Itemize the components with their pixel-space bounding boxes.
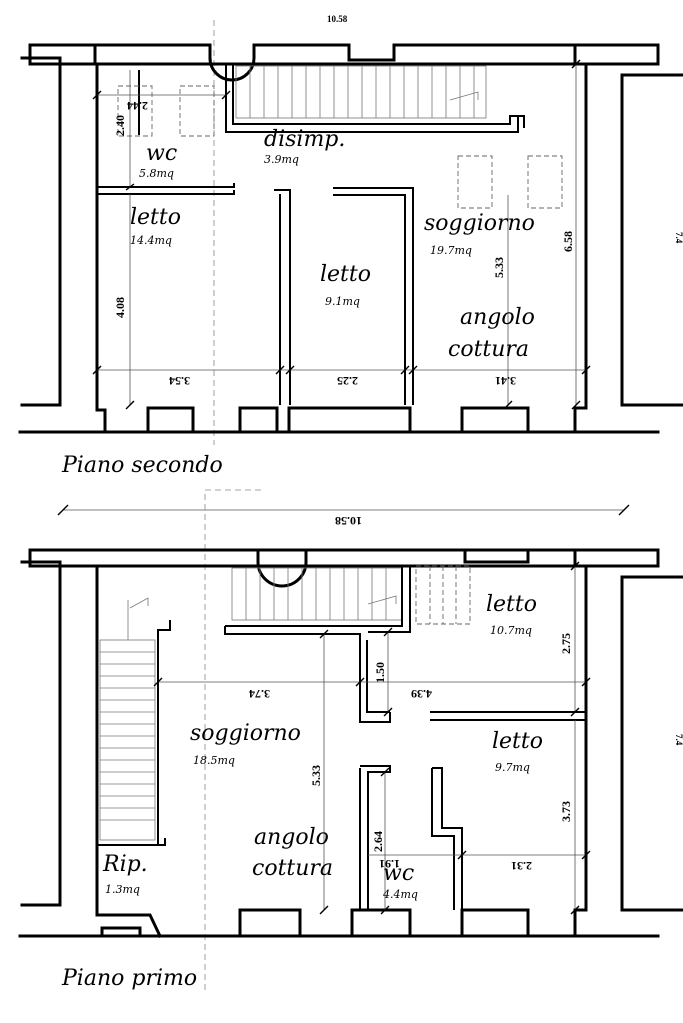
dimension-label: 1.50	[373, 662, 387, 683]
dimension-label: 2.25	[337, 374, 358, 388]
skylight	[117, 85, 153, 137]
room-label-angolo: angolo	[254, 825, 329, 850]
room-label-soggiorno: soggiorno	[190, 721, 301, 746]
wall	[97, 183, 235, 188]
wall	[97, 838, 166, 846]
room-area-wc: 5.8mq	[139, 167, 174, 180]
wall	[463, 548, 530, 564]
room-label-letto: letto	[486, 592, 537, 617]
second-floor-plan: 10.58	[18, 14, 683, 478]
wall	[573, 406, 588, 434]
staircase	[235, 65, 487, 119]
wall	[333, 187, 414, 405]
dimension-label: 3.73	[559, 801, 573, 822]
room-area-soggiorno: 18.5mq	[193, 754, 235, 767]
staircase	[99, 565, 471, 841]
axis-line	[204, 489, 262, 990]
dimension-label-overall: 10.58	[335, 514, 362, 528]
room-label-wc: wc	[146, 141, 177, 166]
wall	[95, 403, 107, 434]
skylight	[527, 155, 563, 209]
skylight	[179, 85, 215, 137]
room-label-angolo: angolo	[460, 305, 535, 330]
wall	[573, 548, 660, 568]
room-area-letto: 14.4mq	[130, 234, 172, 247]
clipped-edge-dimension: 7.4	[674, 232, 683, 244]
wall	[350, 908, 412, 938]
wall	[95, 908, 162, 938]
room-area-rip: 1.3mq	[105, 883, 140, 896]
skylight	[457, 155, 493, 209]
wall	[225, 566, 403, 627]
wall	[360, 765, 391, 910]
room-area-letto: 10.7mq	[490, 624, 532, 637]
wall	[225, 64, 519, 133]
wall	[224, 626, 391, 723]
room-label-wc: wc	[383, 861, 414, 886]
clipped-top-dimension: 10.58	[327, 14, 348, 24]
wall	[432, 767, 463, 910]
wall	[366, 640, 390, 713]
first-floor-plan: 10.58	[18, 489, 683, 991]
wall	[460, 908, 530, 938]
wall	[20, 56, 62, 407]
dimension-label: 2.31	[511, 859, 532, 873]
room-label-soggiorno: soggiorno	[424, 211, 535, 236]
wall	[100, 926, 142, 938]
dimension-label: 2.44	[127, 99, 148, 113]
room-label-disimp: disimp.	[264, 127, 345, 152]
dimension-label: 1.91	[379, 857, 400, 871]
wall	[287, 406, 412, 434]
dimension-label: 2.75	[559, 633, 573, 654]
wall	[431, 768, 455, 910]
dimension-label: 3.54	[169, 374, 190, 388]
dimension-label: 6.58	[561, 231, 575, 252]
room-area-disimp: 3.9mq	[264, 153, 299, 166]
clipped-edge-dimension: 7.4	[674, 734, 683, 746]
wall	[333, 194, 406, 405]
room-label-letto: letto	[320, 262, 371, 287]
wall	[232, 64, 525, 128]
wall	[620, 73, 683, 407]
dimension-label: 3.74	[249, 687, 270, 701]
wall	[573, 908, 588, 938]
dimension-label: 4.08	[113, 297, 127, 318]
wall	[573, 43, 660, 66]
dimension-label: 5.33	[309, 765, 323, 786]
room-area-letto: 9.1mq	[325, 295, 360, 308]
room-label-letto: letto	[492, 729, 543, 754]
dimension-label: 2.64	[371, 831, 385, 852]
room-label-rip: Rip.	[102, 852, 148, 877]
wall	[146, 406, 195, 434]
dimension-label: 2.40	[113, 115, 127, 136]
room-label-cottura: cottura	[252, 856, 333, 881]
wall	[28, 548, 97, 568]
wall	[238, 908, 302, 938]
wall	[256, 548, 308, 588]
wall	[347, 43, 396, 62]
room-area-soggiorno: 19.7mq	[430, 244, 472, 257]
dimension-label: 4.39	[411, 687, 432, 701]
wall	[238, 406, 279, 434]
wall	[20, 560, 62, 907]
dimension-label: 3.41	[495, 374, 516, 388]
wall	[28, 43, 97, 66]
wall	[97, 190, 235, 195]
room-area-letto: 9.7mq	[495, 761, 530, 774]
wall	[157, 620, 171, 845]
dimension-label: 5.33	[492, 257, 506, 278]
floor-title-second: Piano secondo	[61, 453, 223, 478]
room-label-letto: letto	[130, 205, 181, 230]
room-area-wc: 4.4mq	[382, 888, 418, 901]
room-label-cottura: cottura	[448, 337, 529, 362]
wall	[620, 575, 683, 912]
wall	[368, 566, 411, 633]
wall	[274, 189, 291, 405]
floor-title-first: Piano primo	[61, 966, 197, 991]
wall	[460, 406, 530, 434]
